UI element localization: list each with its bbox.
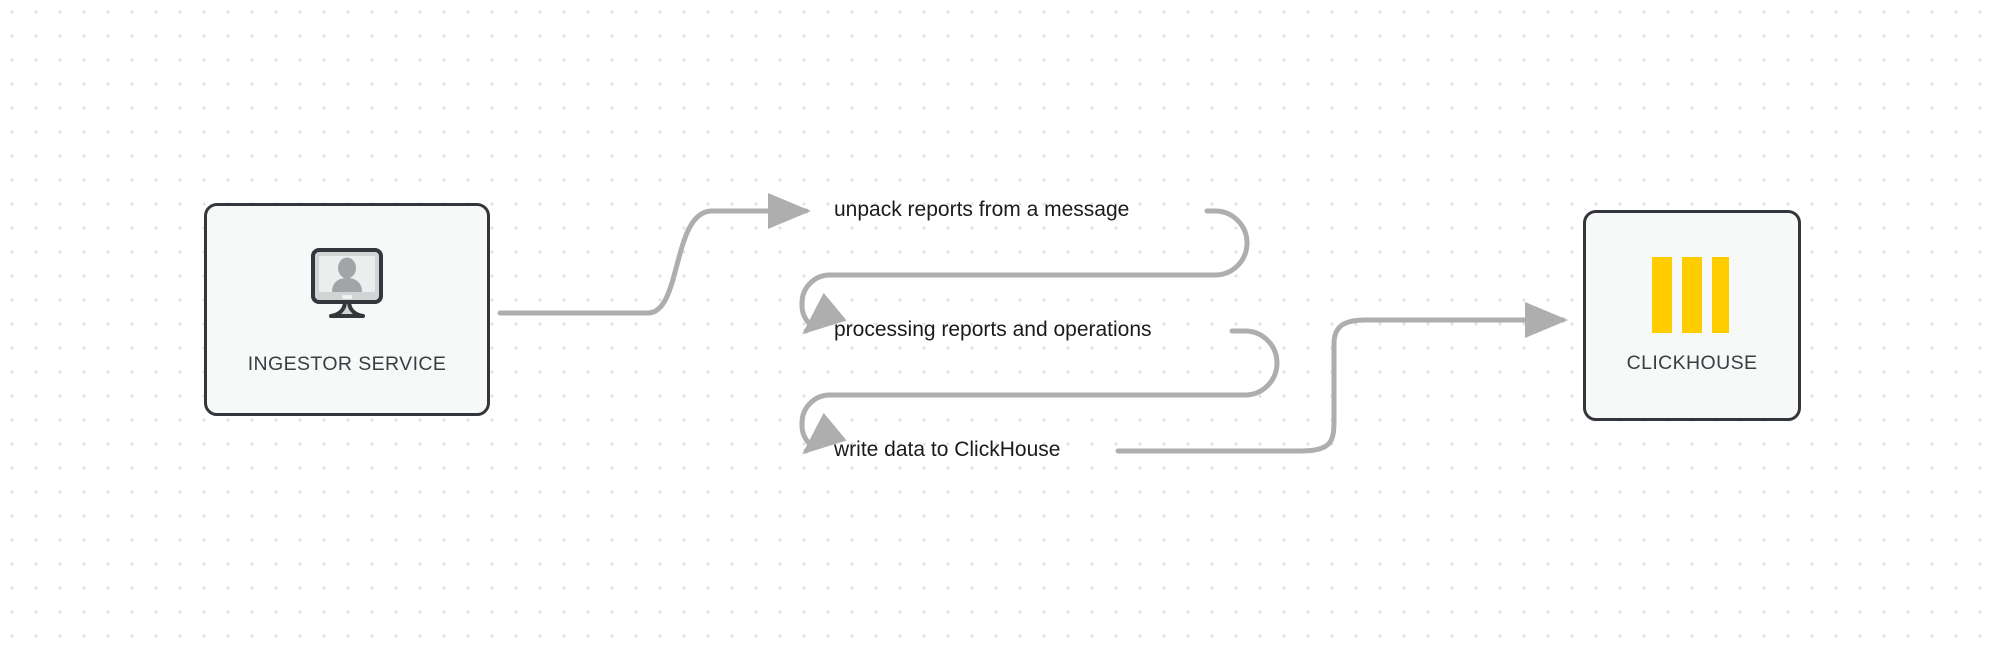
edge-segment-4 bbox=[1115, 302, 1569, 454]
edge-segment-2 bbox=[799, 208, 1250, 335]
monitor-user-icon bbox=[299, 244, 395, 333]
edge-step-label-2: processing reports and operations bbox=[834, 318, 1152, 341]
edge-segment-1 bbox=[497, 193, 812, 316]
node-ingestor-service-label: INGESTOR SERVICE bbox=[247, 352, 447, 375]
edge-segment-3 bbox=[799, 328, 1280, 455]
node-clickhouse-label: CLICKHOUSE bbox=[1626, 351, 1758, 374]
node-clickhouse[interactable]: CLICKHOUSE bbox=[1583, 210, 1801, 421]
clickhouse-logo-icon bbox=[1646, 256, 1738, 338]
edge-step-label-3: write data to ClickHouse bbox=[834, 438, 1061, 461]
edge-step-label-1: unpack reports from a message bbox=[834, 198, 1130, 221]
node-ingestor-service[interactable]: INGESTOR SERVICE bbox=[204, 203, 490, 416]
